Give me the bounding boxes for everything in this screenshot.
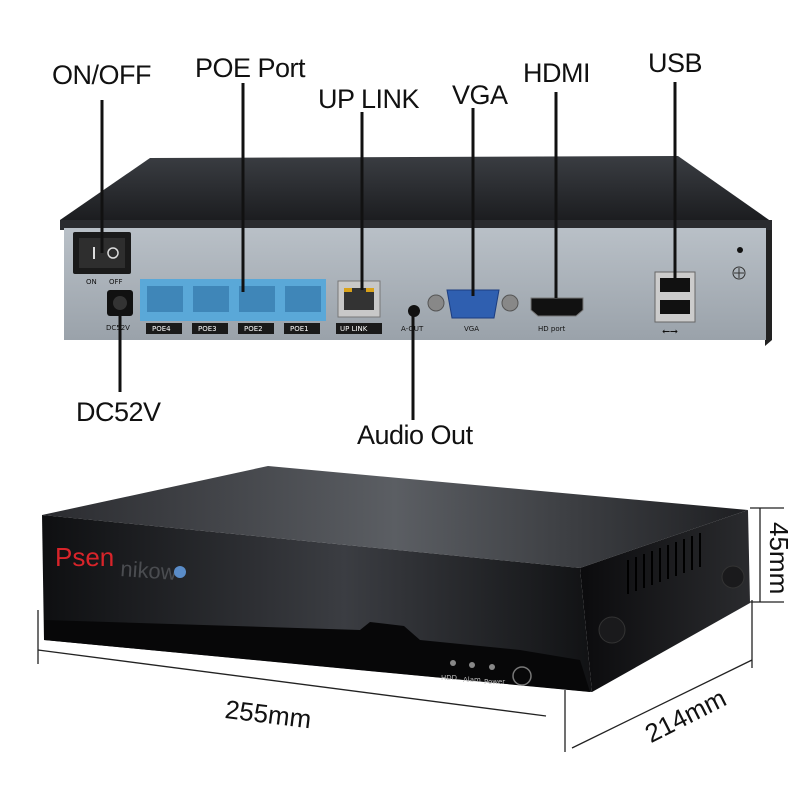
callout-poe-port: POE Port <box>195 53 306 83</box>
poe-port-1 <box>285 286 321 312</box>
label-poe2: POE2 <box>244 325 263 333</box>
callout-dc52v: DC52V <box>76 397 161 427</box>
callout-up-link: UP LINK <box>318 84 420 114</box>
label-uplink: UP LINK <box>340 325 368 333</box>
led-label-power: Power <box>484 678 505 686</box>
ground-screw-icon <box>732 266 746 280</box>
poe4-tag <box>146 323 182 334</box>
dimension-lines <box>37 507 784 752</box>
uplink-led-left <box>344 288 352 292</box>
led-hdd <box>450 660 456 666</box>
hdmi-port <box>530 297 584 317</box>
usb-port-bottom <box>660 300 690 314</box>
front-lower-bezel <box>44 620 590 692</box>
callout-hdmi: HDMI <box>523 58 591 88</box>
poe1-tag <box>284 323 320 334</box>
side-foot-right <box>721 565 745 589</box>
rear-view-device: ON OFF DC52V POE4 POE3 POE2 POE1 UP LI <box>60 156 772 346</box>
brand-logo-dot <box>174 566 186 578</box>
led-label-alarm: Alam <box>463 676 481 684</box>
dim-width-line <box>37 649 547 717</box>
usb-port-top <box>660 278 690 292</box>
vga-screw-left <box>427 294 445 312</box>
front-power-button <box>512 666 532 686</box>
label-vga: VGA <box>464 325 479 333</box>
label-poe3: POE3 <box>198 325 217 333</box>
rear-right-edge <box>765 222 772 346</box>
rear-lid-edge <box>60 220 772 230</box>
label-dc: DC52V <box>106 324 130 332</box>
reset-hole <box>737 247 743 253</box>
led-alarm <box>469 662 475 668</box>
label-off: OFF <box>109 278 123 286</box>
vga-screw-right <box>501 294 519 312</box>
poe-port-2 <box>239 286 275 312</box>
uplink-led-right <box>366 288 374 292</box>
poe-port-group: POE4 POE3 POE2 POE1 <box>140 279 326 334</box>
poe-port-4 <box>147 286 183 312</box>
switch-off-mark <box>107 247 119 259</box>
poe3-tag <box>192 323 228 334</box>
uplink-port-hole <box>344 288 374 310</box>
audio-out-jack <box>408 305 420 317</box>
uplink-tag <box>336 323 382 334</box>
label-poe4: POE4 <box>152 325 171 333</box>
brand-red-text: Psen <box>55 542 114 572</box>
side-face <box>580 510 750 692</box>
vga-port <box>446 289 500 319</box>
led-power <box>489 664 495 670</box>
dc-jack-hole <box>113 296 127 310</box>
led-label-hdd: HDD <box>441 674 457 682</box>
front-view-device: Psen nikow HDD Alam Power <box>42 466 750 692</box>
callout-on-off: ON/OFF <box>52 60 152 90</box>
label-hd-port: HD port <box>538 325 565 333</box>
callout-vga: VGA <box>452 80 508 110</box>
poe2-tag <box>238 323 274 334</box>
callout-audio-out: Audio Out <box>357 420 473 450</box>
rear-top-lid <box>60 156 772 222</box>
dim-depth-line <box>571 659 753 749</box>
callout-lines <box>100 82 677 420</box>
label-on: ON <box>86 278 97 286</box>
dim-height-label: 45mm <box>764 522 794 595</box>
callout-usb: USB <box>648 48 703 78</box>
brand-rest-text: nikow <box>120 556 178 585</box>
poe-port-3 <box>193 286 229 312</box>
side-foot-left <box>598 616 626 644</box>
usb-symbol-icon: ⭠⭢ <box>662 326 678 337</box>
side-vent <box>627 533 701 594</box>
front-top-lid <box>42 466 748 568</box>
label-poe1: POE1 <box>290 325 309 333</box>
